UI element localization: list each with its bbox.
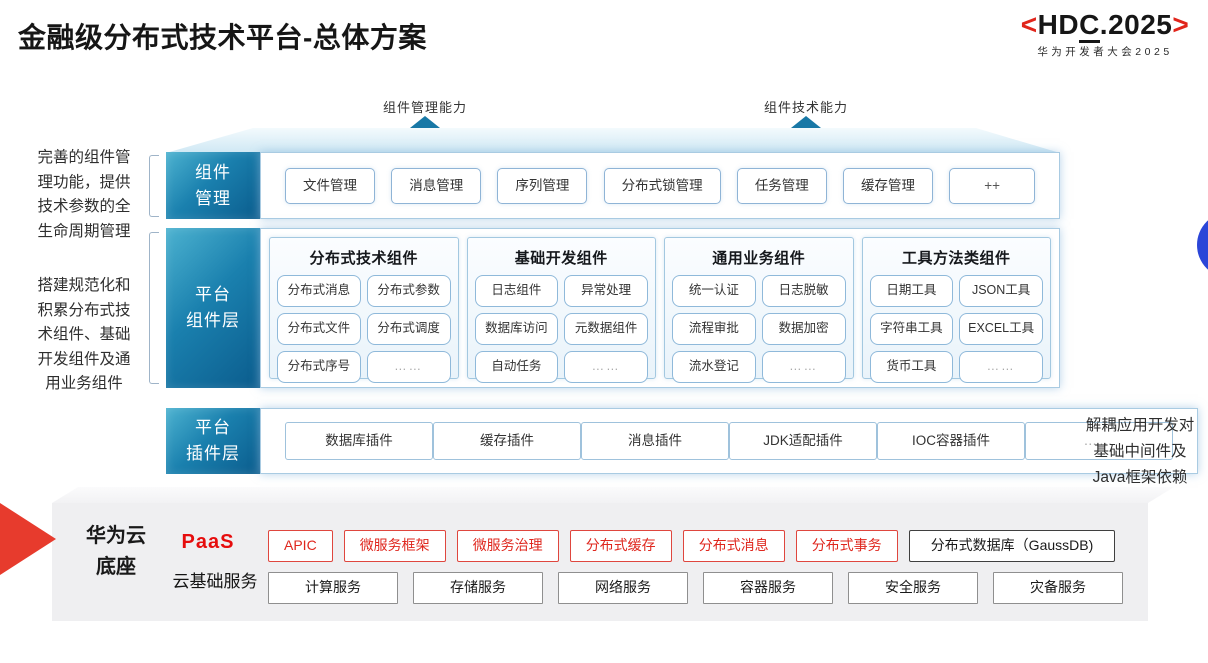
chip-currency-tool: 货币工具 [869, 351, 954, 383]
logo-close-angle-icon: > [1172, 9, 1190, 40]
note-component-building: 搭建规范化和 积累分布式技 术组件、基础 开发组件及通 用业务组件 [37, 277, 131, 392]
chip-json-tool: JSON工具 [959, 275, 1043, 307]
chip-distributed-parameter: 分布式参数 [366, 275, 451, 307]
panel-distributed-tech: 分布式技术组件 分布式消息 分布式参数 分布式文件 分布式调度 分布式序号 …… [269, 237, 459, 383]
chip-message-management: 消息管理 [391, 167, 482, 204]
foundation-top-face [52, 487, 1174, 503]
hdc-logo: <HDC.2025> 华为开发者大会2025 [1010, 9, 1200, 59]
note-decoupling: 解耦应用开发对 基础中间件及 Java框架依赖 [1085, 417, 1195, 486]
cloud-box-container: 容器服务 [703, 572, 833, 604]
layer-content-platform-components: 分布式技术组件 分布式消息 分布式参数 分布式文件 分布式调度 分布式序号 ……… [260, 228, 1060, 388]
chip-plus-plus: ++ [949, 167, 1035, 204]
panel-tool-methods: 工具方法类组件 日期工具 JSON工具 字符串工具 EXCEL工具 货币工具 …… [861, 237, 1051, 383]
chip-ellipsis: …… [564, 351, 648, 383]
chip-date-tool: 日期工具 [869, 275, 954, 307]
chip-string-tool: 字符串工具 [869, 313, 954, 345]
chip-cache-management: 缓存管理 [843, 167, 934, 204]
chip-journal-register: 流水登记 [672, 351, 756, 383]
layer-label-platform-components: 平台 组件层 [166, 228, 260, 388]
left-bracket [149, 232, 159, 384]
foundation-label: 华为云 底座 [86, 525, 146, 578]
chip-task-management: 任务管理 [736, 167, 827, 204]
chip-distributed-message: 分布式消息 [277, 275, 361, 307]
paas-box-distributed-message: 分布式消息 [682, 530, 785, 562]
hdc-logo-text: <HDC.2025> [1010, 9, 1200, 43]
chip-jdk-adapter-plugin: JDK适配插件 [729, 422, 877, 460]
chip-unified-auth: 统一认证 [672, 275, 756, 307]
cloud-box-storage: 存储服务 [413, 572, 543, 604]
cloud-box-security: 安全服务 [848, 572, 978, 604]
chip-message-plugin: 消息插件 [581, 422, 729, 460]
chip-ellipsis: …… [959, 351, 1043, 383]
paas-box-distributed-cache: 分布式缓存 [569, 530, 672, 562]
chip-distributed-lock-management: 分布式锁管理 [603, 167, 721, 204]
cloud-box-network: 网络服务 [558, 572, 688, 604]
red-arrow-icon [0, 503, 56, 575]
capability-label-management: 组件管理能力 [382, 100, 467, 115]
note-component-management: 完善的组件管 理功能，提供 技术参数的全 生命周期管理 [37, 149, 131, 240]
layer-row-platform-plugins: 平台 插件层 数据库插件 缓存插件 消息插件 JDK适配插件 IOC容器插件 …… [166, 408, 1198, 474]
chip-db-plugin: 数据库插件 [285, 422, 433, 460]
chip-ellipsis: …… [761, 351, 846, 383]
layer-label-platform-plugins: 平台 插件层 [166, 408, 260, 474]
hdc-logo-subtitle: 华为开发者大会2025 [1037, 46, 1173, 58]
cloud-services-row: 计算服务 存储服务 网络服务 容器服务 安全服务 灾备服务 [268, 572, 1123, 604]
paas-box-distributed-transaction: 分布式事务 [795, 530, 898, 562]
paas-box-gaussdb: 分布式数据库（GaussDB) [908, 530, 1116, 562]
paas-box-apic: APIC [268, 530, 333, 562]
chip-distributed-serial: 分布式序号 [277, 351, 361, 383]
chip-auto-task: 自动任务 [474, 351, 559, 383]
cloud-box-compute: 计算服务 [268, 572, 398, 604]
cloud-services-label: 云基础服务 [172, 572, 258, 591]
layer-content-component-management: 文件管理 消息管理 序列管理 分布式锁管理 任务管理 缓存管理 ++ [260, 152, 1060, 219]
chip-ellipsis: …… [366, 351, 451, 383]
blue-circle-decoration [1197, 212, 1208, 278]
layer-row-component-management: 组件 管理 文件管理 消息管理 序列管理 分布式锁管理 任务管理 缓存管理 ++ [166, 152, 1060, 219]
chip-distributed-file: 分布式文件 [277, 313, 361, 345]
chip-excel-tool: EXCEL工具 [959, 313, 1043, 345]
layer-row-platform-components: 平台 组件层 分布式技术组件 分布式消息 分布式参数 分布式文件 分布式调度 分… [166, 228, 1060, 388]
layer-label-component-management: 组件 管理 [166, 152, 260, 219]
left-bracket [149, 155, 159, 217]
chip-metadata-component: 元数据组件 [564, 313, 648, 345]
paas-services-row: APIC 微服务框架 微服务治理 分布式缓存 分布式消息 分布式事务 分布式数据… [268, 530, 1116, 562]
page-title: 金融级分布式技术平台-总体方案 [18, 22, 427, 53]
panel-basic-dev: 基础开发组件 日志组件 异常处理 数据库访问 元数据组件 自动任务 …… [466, 237, 656, 383]
chip-distributed-scheduling: 分布式调度 [366, 313, 451, 345]
cloud-box-disaster-recovery: 灾备服务 [993, 572, 1123, 604]
capability-label-technical: 组件技术能力 [763, 100, 848, 115]
chip-process-approval: 流程审批 [672, 313, 756, 345]
paas-label: PaaS [181, 531, 235, 553]
chip-ellipsis: …… [1025, 422, 1173, 460]
chip-sequence-management: 序列管理 [497, 167, 588, 204]
panel-common-business: 通用业务组件 统一认证 日志脱敏 流程审批 数据加密 流水登记 …… [664, 237, 854, 383]
chip-ioc-container-plugin: IOC容器插件 [877, 422, 1025, 460]
paas-box-microservice-governance: 微服务治理 [456, 530, 559, 562]
chip-cache-plugin: 缓存插件 [433, 422, 581, 460]
chip-log-masking: 日志脱敏 [761, 275, 846, 307]
layer-content-platform-plugins: 数据库插件 缓存插件 消息插件 JDK适配插件 IOC容器插件 …… [260, 408, 1198, 474]
chip-db-access: 数据库访问 [474, 313, 559, 345]
paas-box-microservice-framework: 微服务框架 [343, 530, 446, 562]
logo-open-angle-icon: < [1020, 9, 1038, 40]
chip-exception-handling: 异常处理 [564, 275, 648, 307]
chip-file-management: 文件管理 [285, 167, 375, 204]
platform-top-face [166, 128, 1060, 153]
chip-log-component: 日志组件 [474, 275, 559, 307]
chip-data-encryption: 数据加密 [761, 313, 846, 345]
